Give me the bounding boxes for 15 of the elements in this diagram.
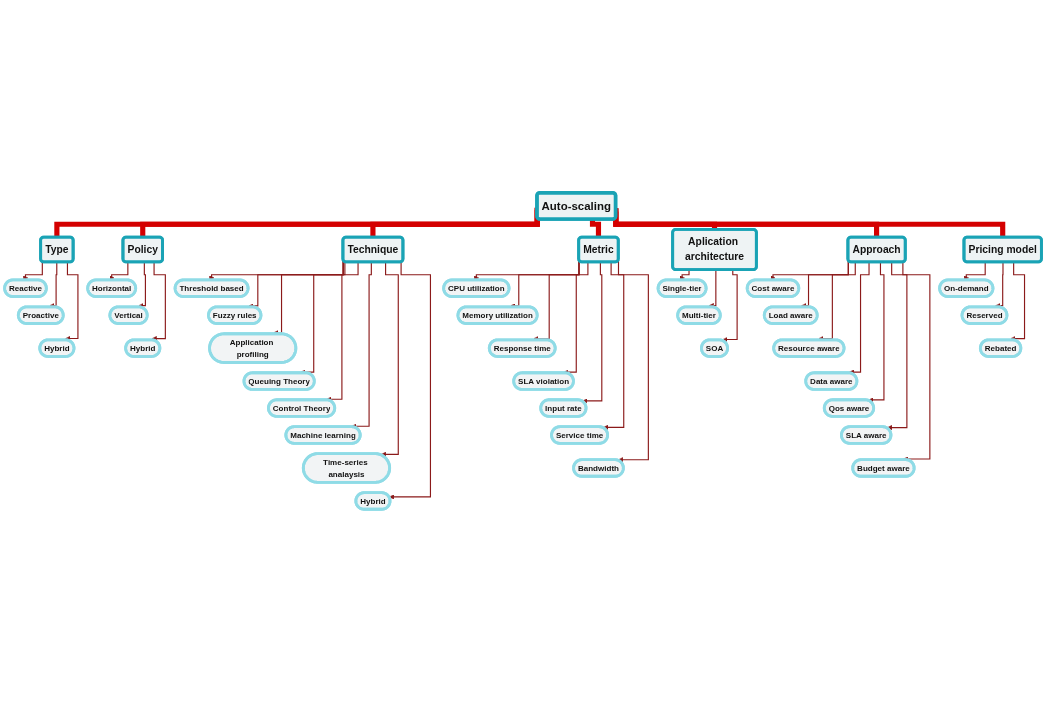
arrow xyxy=(151,261,166,342)
arrow xyxy=(902,261,931,462)
arrow xyxy=(603,261,625,430)
arrow xyxy=(849,261,870,375)
arrow xyxy=(138,261,146,309)
arrow xyxy=(722,269,738,342)
arrow xyxy=(868,261,885,403)
arrow xyxy=(389,261,432,500)
arrow xyxy=(617,259,649,463)
arrow xyxy=(887,261,908,431)
arrow xyxy=(326,261,359,402)
arrow xyxy=(1010,261,1026,342)
arrow xyxy=(582,261,603,404)
arrow xyxy=(381,261,399,457)
arrow xyxy=(65,261,79,342)
